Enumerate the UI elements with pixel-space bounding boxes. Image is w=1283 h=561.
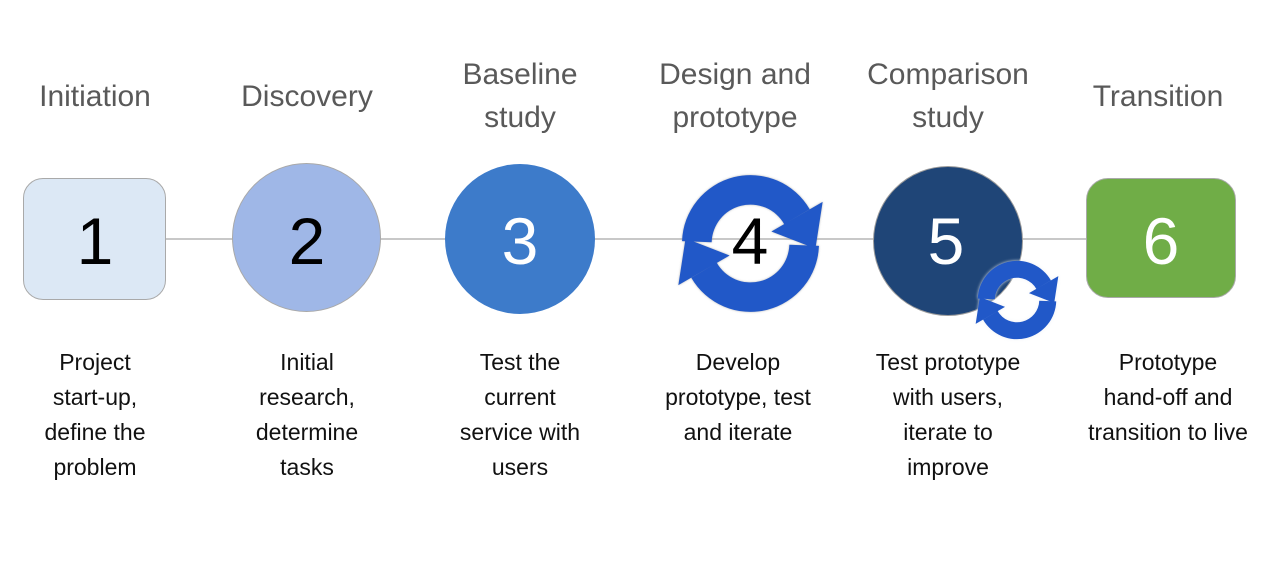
- stage-4-title: Design and prototype: [625, 50, 845, 142]
- desc-line: start-up,: [52, 384, 138, 410]
- stage-2-title: Discovery: [197, 50, 417, 142]
- stage-3-title: Baseline study: [410, 50, 630, 142]
- desc-line: determine: [255, 419, 359, 445]
- sync-arrows-icon: [678, 175, 823, 312]
- title-line: Comparison: [867, 58, 1029, 91]
- title-line: study: [484, 101, 556, 134]
- desc-line: improve: [907, 454, 989, 480]
- desc-line: research,: [259, 384, 355, 410]
- desc-line: Develop: [695, 349, 781, 375]
- desc-line: tasks: [280, 454, 334, 480]
- desc-line: service with: [459, 419, 581, 445]
- stage-5-circle: [873, 166, 1023, 316]
- title-line: Initiation: [39, 79, 151, 113]
- stage-3-description: Test the current service with users: [405, 345, 635, 485]
- stage-1-description: Project start-up, define the problem: [0, 345, 210, 485]
- stage-3-circle: [445, 164, 595, 314]
- desc-line: Prototype: [1118, 349, 1218, 375]
- desc-line: Initial: [280, 349, 334, 375]
- stage-5-description: Test prototype with users, iterate to im…: [833, 345, 1063, 485]
- desc-line: current: [484, 384, 556, 410]
- desc-line: define the: [44, 419, 146, 445]
- stage-3-number: 3: [501, 204, 539, 278]
- title-line: prototype: [672, 101, 798, 134]
- desc-line: and iterate: [683, 419, 793, 445]
- stage-6-number: 6: [1142, 204, 1180, 278]
- title-line: Transition: [1092, 79, 1224, 113]
- stage-1-title: Initiation: [0, 50, 205, 142]
- title-line: study: [912, 101, 984, 134]
- stage-5-title: Comparison study: [838, 50, 1058, 142]
- stage-6-title: Transition: [1048, 50, 1268, 142]
- desc-line: iterate to: [903, 419, 993, 445]
- desc-line: with users,: [893, 384, 1003, 410]
- desc-line: Test the: [479, 349, 561, 375]
- stage-4-number: 4: [731, 204, 769, 278]
- stage-1-number: 1: [76, 204, 114, 278]
- title-line: Design and: [659, 58, 811, 91]
- stage-2-description: Initial research, determine tasks: [192, 345, 422, 485]
- sync-arrows-small-icon: [975, 260, 1059, 340]
- title-line: Discovery: [241, 79, 373, 113]
- desc-line: users: [491, 454, 549, 480]
- desc-line: problem: [53, 454, 137, 480]
- desc-line: transition to live: [1088, 419, 1248, 445]
- stage-1-rounded-rect: [23, 178, 166, 300]
- stage-4-description: Develop prototype, test and iterate: [623, 345, 853, 450]
- desc-line: prototype, test: [665, 384, 811, 410]
- stage-6-description: Prototype hand-off and transition to liv…: [1053, 345, 1283, 450]
- desc-line: hand-off and: [1103, 384, 1233, 410]
- stage-2-circle: [232, 163, 381, 312]
- desc-line: Project: [59, 349, 131, 375]
- stage-6-rounded-rect: [1086, 178, 1236, 298]
- stage-2-number: 2: [288, 204, 326, 278]
- connector-line: [95, 238, 1161, 240]
- desc-line: Test prototype: [875, 349, 1021, 375]
- title-line: Baseline: [462, 58, 578, 91]
- stage-5-number: 5: [927, 204, 965, 278]
